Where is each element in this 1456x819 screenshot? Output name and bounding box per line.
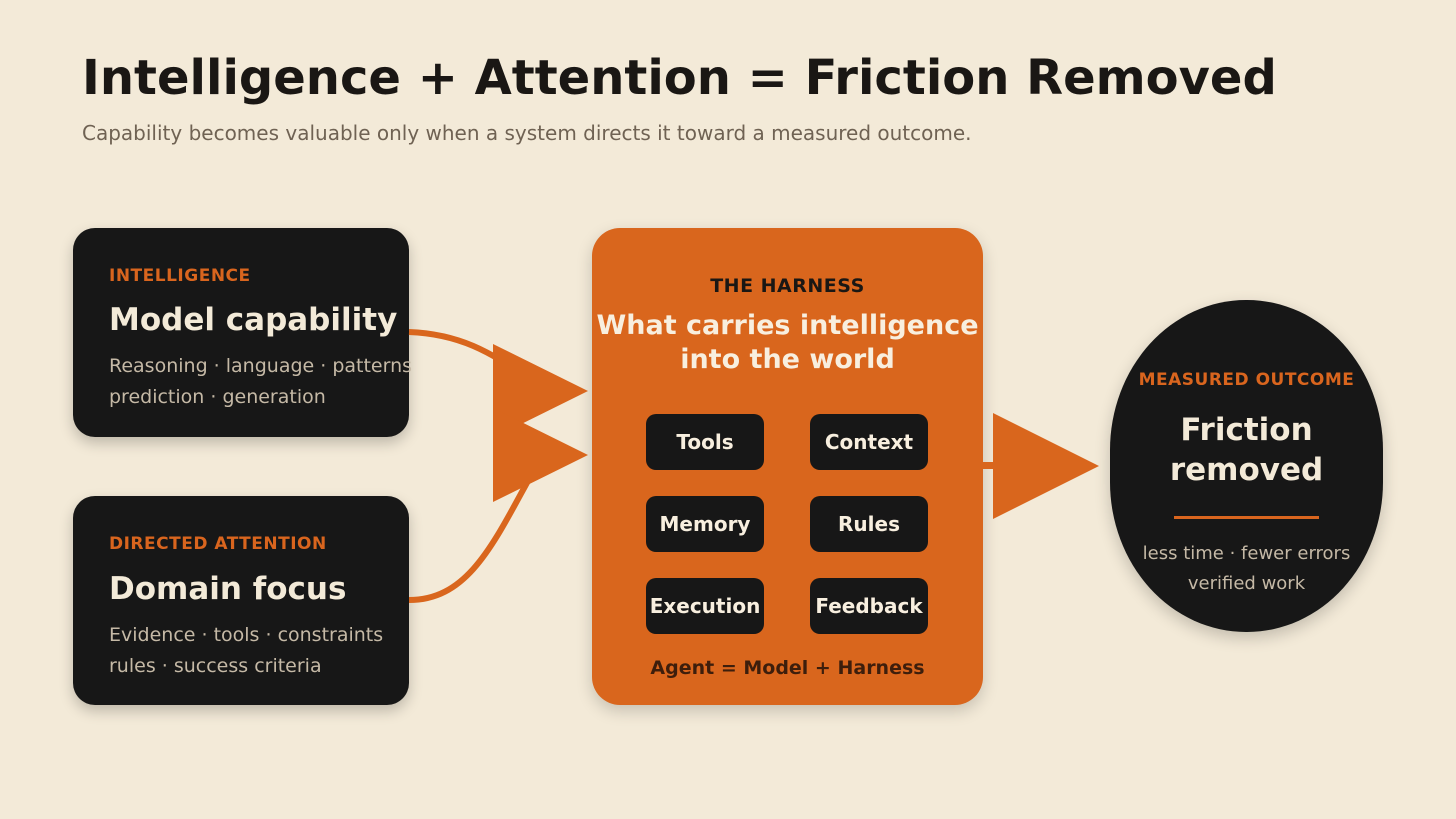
harness-outcome-connector: [983, 462, 995, 469]
intelligence-detail-line-2: prediction · generation: [109, 386, 326, 408]
outcome-detail-line-2: verified work: [1187, 573, 1306, 594]
attention-heading: Domain focus: [109, 571, 347, 607]
intelligence-detail-line-1: Reasoning · language · patterns: [109, 355, 413, 377]
outcome-eyebrow: MEASURED OUTCOME: [1138, 370, 1355, 390]
harness-chip-rules: Rules: [810, 496, 928, 552]
attention-detail-line-1: Evidence · tools · constraints: [109, 624, 384, 646]
harness-panel: THE HARNESS What carries intelligence in…: [592, 228, 983, 705]
intelligence-eyebrow: INTELLIGENCE: [109, 266, 251, 286]
harness-chip-tools: Tools: [646, 414, 764, 470]
attention-eyebrow: DIRECTED ATTENTION: [109, 534, 327, 554]
outcome-panel: MEASURED OUTCOME Friction removed less t…: [1110, 300, 1383, 632]
intelligence-card: INTELLIGENCE Model capability Reasoning …: [73, 228, 413, 437]
page-title: Intelligence + Attention = Friction Remo…: [82, 50, 1277, 106]
harness-heading-line-1: What carries intelligence: [596, 310, 979, 341]
harness-eyebrow: THE HARNESS: [710, 275, 865, 297]
attention-card: DIRECTED ATTENTION Domain focus Evidence…: [73, 496, 409, 705]
outcome-heading: Friction removed: [1110, 410, 1383, 490]
attention-connector: [408, 468, 537, 603]
outcome-divider: [1174, 516, 1319, 519]
harness-chip-feedback: Feedback: [810, 578, 928, 634]
outcome-heading-line-1: Friction: [1180, 412, 1313, 448]
harness-chip-memory: Memory: [646, 496, 764, 552]
harness-chip-context: Context: [810, 414, 928, 470]
intelligence-heading: Model capability: [109, 302, 398, 338]
harness-chip-execution: Execution: [646, 578, 764, 634]
outcome-heading-line-2: removed: [1169, 452, 1324, 488]
page-subtitle: Capability becomes valuable only when a …: [82, 121, 972, 145]
attention-detail-line-2: rules · success criteria: [109, 655, 322, 677]
intelligence-arrowhead: [493, 344, 588, 438]
harness-heading-line-2: into the world: [680, 344, 895, 375]
attention-arrowhead: [493, 408, 588, 502]
outcome-arrowhead: [993, 413, 1099, 519]
outcome-detail: less time · fewer errors verified work: [1110, 539, 1383, 599]
outcome-detail-line-1: less time · fewer errors: [1142, 543, 1351, 564]
harness-heading: What carries intelligence into the world: [592, 309, 983, 377]
harness-footer: Agent = Model + Harness: [650, 657, 925, 679]
